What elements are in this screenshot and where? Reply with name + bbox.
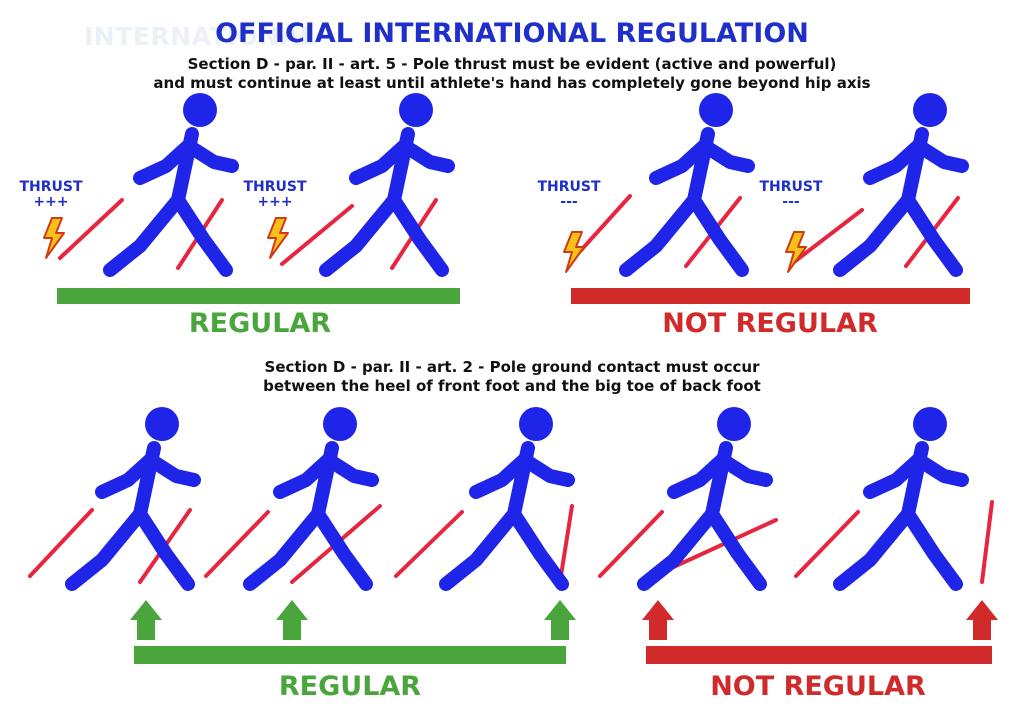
section1-not-regular-label: NOT REGULAR (662, 308, 878, 339)
pole-icon (792, 208, 864, 264)
section1-regular-label: REGULAR (188, 308, 332, 339)
pole-icon (204, 510, 270, 578)
thrust-label: THRUST--- (537, 179, 601, 210)
section2-not-regular-label: NOT REGULAR (710, 671, 926, 702)
thrust-label: THRUST--- (759, 179, 823, 210)
section1-rule-line1: Section D - par. II - art. 5 - Pole thru… (187, 55, 837, 73)
not-regular-bar (646, 646, 992, 664)
watermark-text: INTERNATIONAL (84, 22, 317, 51)
section2-not-regular-group (598, 407, 998, 664)
regular-bar (57, 288, 460, 304)
page-title: OFFICIAL INTERNATIONAL REGULATION (215, 18, 809, 49)
pole-icon (558, 504, 574, 584)
section2-rule-line1: Section D - par. II - art. 2 - Pole grou… (264, 358, 760, 376)
thrust-label: THRUST+++ (243, 179, 307, 210)
section2-regular-group (28, 407, 576, 664)
pole-icon (28, 508, 94, 578)
section1-not-regular-group (563, 93, 970, 304)
section2-rule-line2: between the heel of front foot and the b… (263, 377, 761, 395)
pole-icon (280, 204, 354, 266)
pole-icon (980, 500, 994, 584)
pole-icon (394, 510, 464, 578)
thrust-label: THRUST+++ (19, 179, 83, 210)
section1-rule-line2: and must continue at least until athlete… (153, 74, 871, 92)
regular-bar (134, 646, 566, 664)
section1-regular-group (43, 93, 460, 304)
pole-icon (794, 510, 860, 578)
pole-icon (58, 198, 124, 260)
section2-regular-label: REGULAR (278, 671, 422, 702)
pole-icon (598, 510, 664, 578)
not-regular-bar (571, 288, 970, 304)
